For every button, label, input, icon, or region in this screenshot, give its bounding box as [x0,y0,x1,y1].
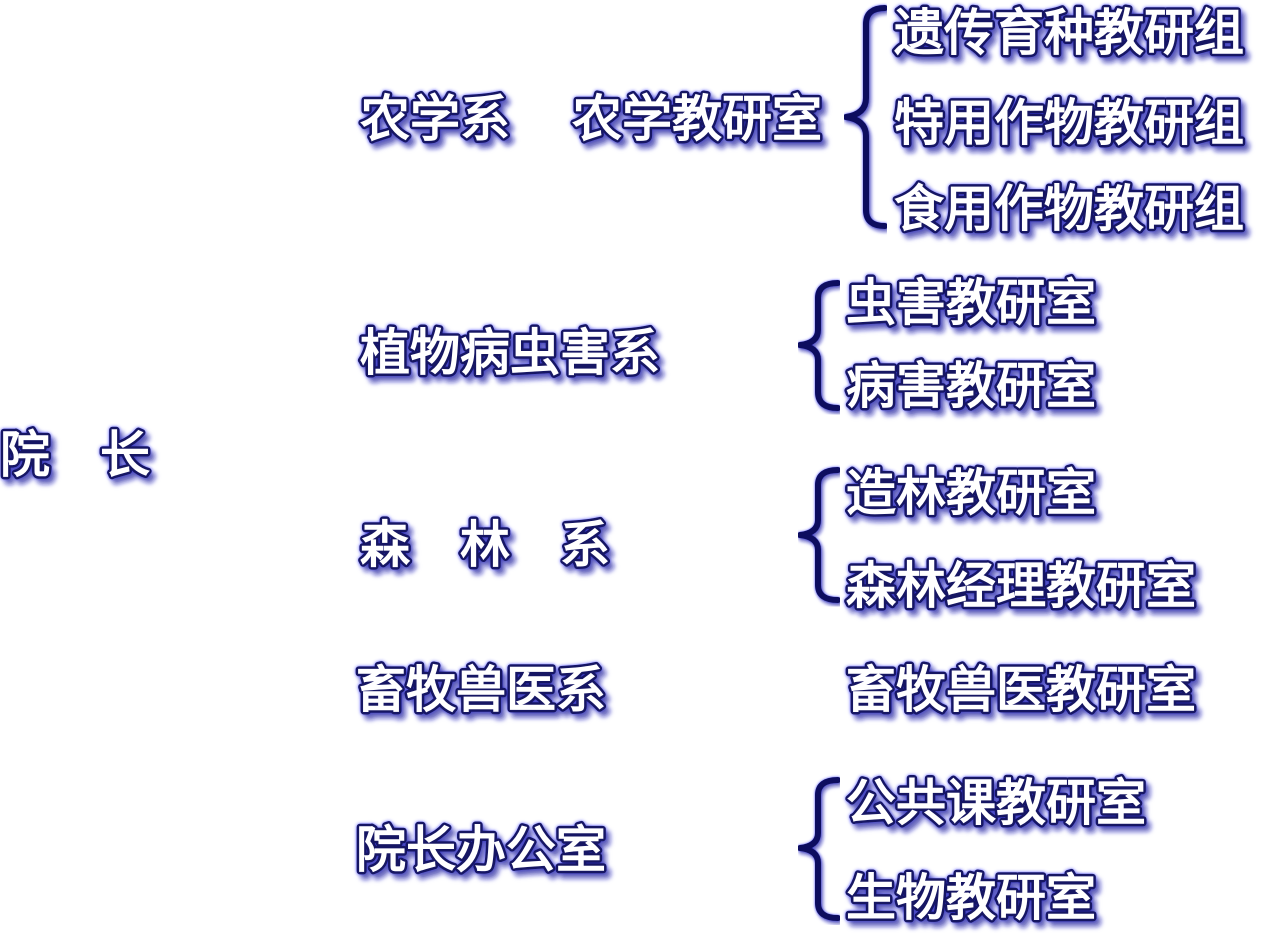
dept-agronomy: 农学系 [360,90,510,148]
brace-office [797,777,841,921]
unit-disease: 病害教研室 [846,357,1096,415]
brace-agronomy [843,5,888,229]
dept-forestry: 森 林 系 [360,516,610,574]
connector-lines [154,5,888,921]
brace-plant-protection [797,280,841,411]
unit-silviculture: 造林教研室 [846,464,1096,522]
unit-food-crops: 食用作物教研组 [894,180,1244,238]
unit-animal-husbandry: 畜牧兽医教研室 [846,661,1196,719]
unit-forest-management: 森林经理教研室 [846,557,1196,615]
dept-agronomy-teaching-room: 农学教研室 [572,90,822,148]
dept-plant-protection: 植物病虫害系 [360,324,660,382]
unit-genetics-breeding: 遗传育种教研组 [894,4,1244,62]
unit-biology: 生物教研室 [846,869,1096,927]
root-node: 院 长 [0,426,150,484]
department-nodes: 农学系 农学教研室 植物病虫害系 森 林 系 畜牧兽医系 院长办公室 [354,88,825,882]
unit-public-courses: 公共课教研室 [846,774,1146,832]
brace-forestry [797,467,841,603]
unit-pest: 虫害教研室 [846,274,1096,332]
dept-office: 院长办公室 [356,821,606,879]
unit-nodes: 遗传育种教研组 特用作物教研组 食用作物教研组 虫害教研室 病害教研室 造林教研… [844,2,1247,930]
unit-special-crops: 特用作物教研组 [894,94,1244,152]
dept-animal-husbandry: 畜牧兽医系 [356,661,606,719]
